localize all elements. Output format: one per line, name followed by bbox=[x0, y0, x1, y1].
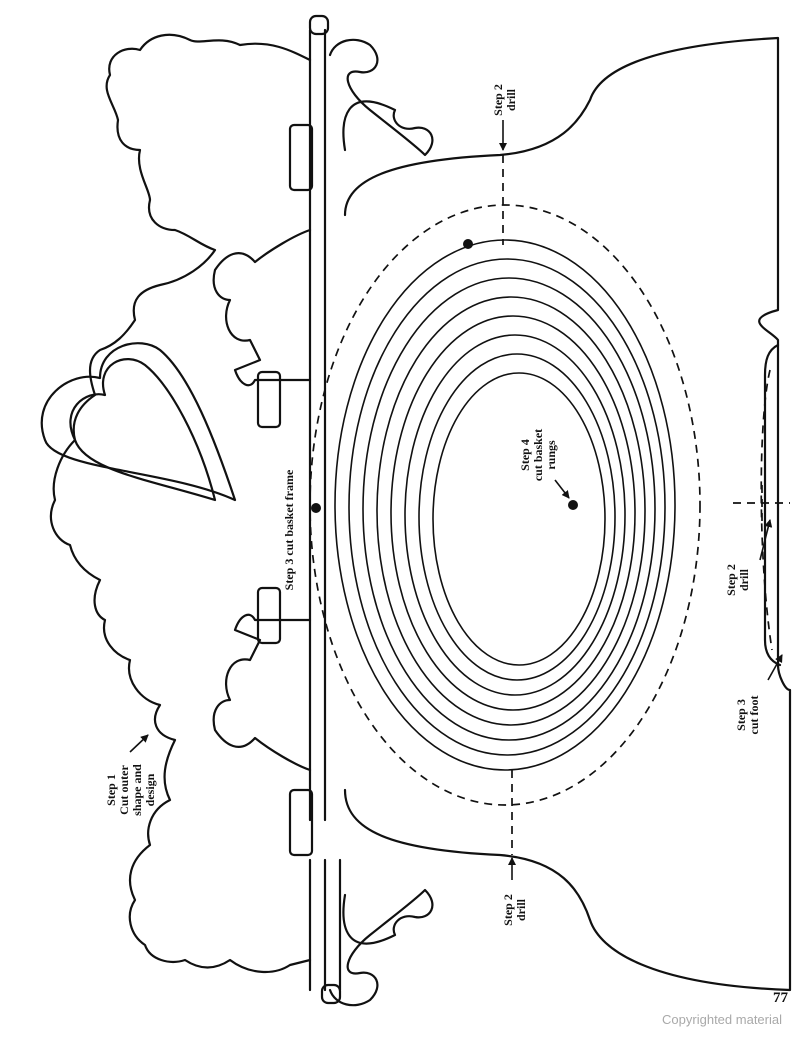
label-step2-top: Step 2 drill bbox=[491, 84, 518, 116]
frame-rail-bottom bbox=[308, 858, 342, 992]
rung-8 bbox=[432, 372, 606, 666]
slot-cutout-3 bbox=[288, 123, 314, 192]
rung-5 bbox=[390, 315, 636, 711]
design-outer-outline bbox=[49, 33, 312, 974]
arrow-step4 bbox=[554, 479, 570, 499]
scroll-bracket-top bbox=[328, 38, 434, 157]
label-step4: Step 4 cut basket rungs bbox=[518, 429, 558, 481]
rung-3 bbox=[362, 277, 656, 741]
rung-start-hole bbox=[463, 239, 473, 249]
svg-text:Step 3 cut basket frame: Step 3 cut basket frame bbox=[282, 469, 296, 590]
svg-text:drill: drill bbox=[737, 568, 751, 591]
label-step3-frame: Step 3 cut basket frame bbox=[282, 469, 296, 590]
svg-text:drill: drill bbox=[514, 898, 528, 921]
frame-start-hole bbox=[311, 503, 321, 513]
label-step1: Step 1 Cut outer shape and design bbox=[104, 764, 157, 816]
svg-text:rungs: rungs bbox=[544, 440, 558, 470]
slot-cutout-4 bbox=[288, 788, 314, 857]
page-number: 77 bbox=[773, 990, 788, 1006]
bird-right-shape bbox=[212, 613, 312, 772]
svg-text:Step 3: Step 3 bbox=[734, 699, 748, 731]
label-step3-foot: Step 3 cut foot bbox=[734, 696, 761, 735]
rung-1 bbox=[334, 239, 676, 771]
svg-text:Step 2: Step 2 bbox=[501, 894, 515, 926]
svg-text:shape and: shape and bbox=[130, 764, 144, 816]
label-step2-bottom: Step 2 drill bbox=[501, 894, 528, 926]
frame-rail-end-top bbox=[308, 14, 330, 36]
slot-cutout-2 bbox=[256, 586, 282, 645]
rung-6 bbox=[404, 334, 626, 696]
arrow-step3-foot bbox=[767, 654, 783, 681]
heart-frame-outline bbox=[40, 342, 237, 502]
bird-left-shape bbox=[212, 228, 312, 387]
copyright-notice: Copyrighted material bbox=[662, 1012, 782, 1027]
label-step2-foot: Step 2 drill bbox=[724, 564, 751, 596]
svg-text:Step 2: Step 2 bbox=[491, 84, 505, 116]
svg-text:Cut outer: Cut outer bbox=[117, 765, 131, 815]
svg-text:Step 4: Step 4 bbox=[518, 439, 532, 471]
svg-text:drill: drill bbox=[504, 88, 518, 111]
rung-4 bbox=[376, 296, 646, 726]
slot-cutout-1 bbox=[256, 370, 282, 429]
svg-text:Step 1: Step 1 bbox=[104, 774, 118, 806]
arrow-step2-foot bbox=[759, 519, 773, 561]
svg-text:Step 2: Step 2 bbox=[724, 564, 738, 596]
basket-body-outline bbox=[343, 36, 792, 992]
svg-text:cut foot: cut foot bbox=[747, 696, 761, 735]
basket-foot-cutout bbox=[763, 343, 782, 667]
frame-rail-end-bottom bbox=[320, 983, 342, 1005]
rung-2 bbox=[348, 258, 666, 756]
basket-frame-dashed-outline bbox=[309, 204, 701, 806]
basket-rungs bbox=[334, 239, 676, 771]
basket-foot-dashed-arc bbox=[760, 369, 773, 651]
svg-text:cut basket: cut basket bbox=[531, 429, 545, 481]
frame-rail-top bbox=[308, 28, 327, 822]
scroll-bracket-bottom bbox=[328, 888, 434, 1007]
rung-center-hole bbox=[568, 500, 578, 510]
rung-7 bbox=[418, 353, 616, 681]
svg-text:design: design bbox=[143, 773, 157, 806]
arrow-step1 bbox=[129, 734, 149, 753]
